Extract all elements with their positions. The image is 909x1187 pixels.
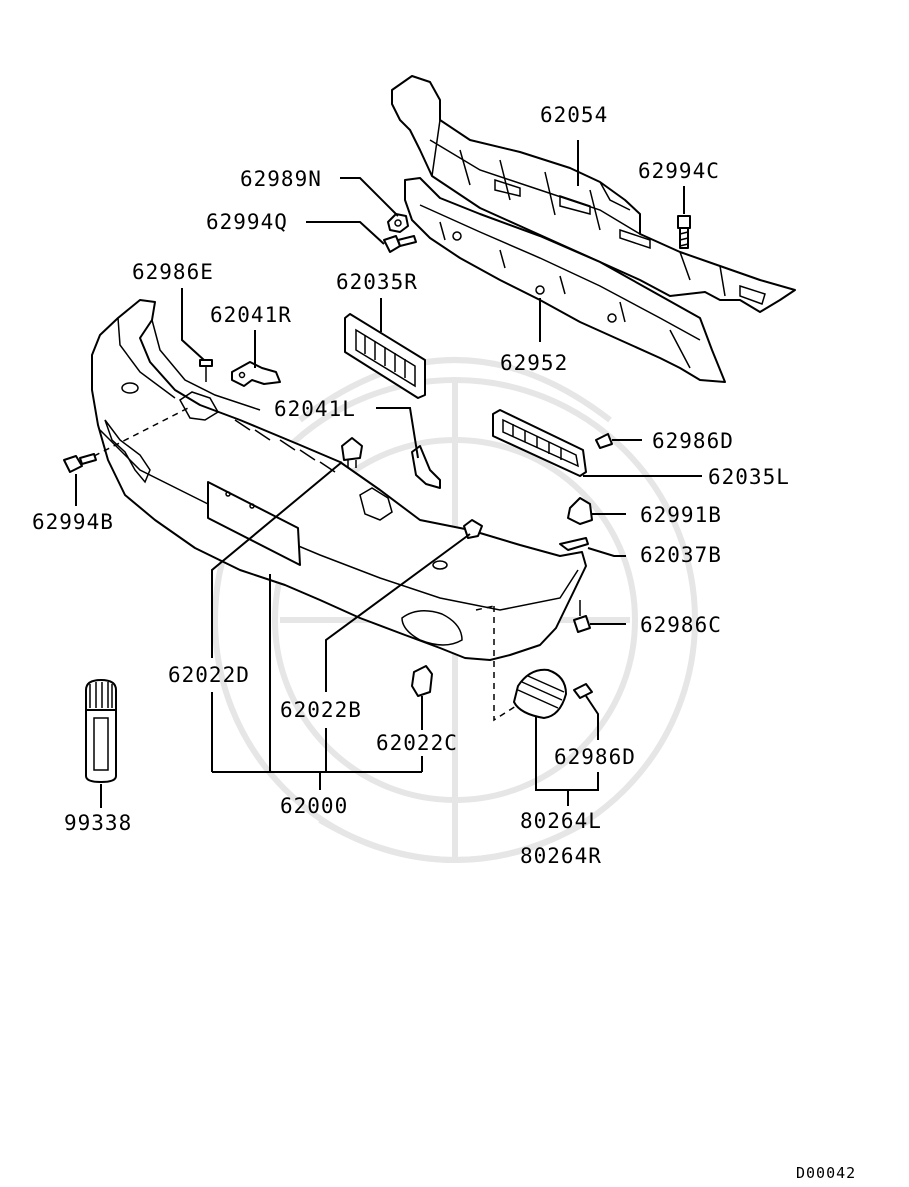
- label-62994Q[interactable]: 62994Q: [206, 210, 288, 234]
- fog-cover-80264[interactable]: [513, 668, 567, 719]
- label-99338[interactable]: 99338: [64, 811, 132, 835]
- label-62986C[interactable]: 62986C: [640, 613, 722, 637]
- screw-62986D-bottom[interactable]: [573, 683, 593, 699]
- screw-62986E[interactable]: [199, 359, 213, 382]
- leader-lines: [75, 140, 702, 808]
- label-62041R[interactable]: 62041R: [210, 303, 292, 327]
- label-62000[interactable]: 62000: [280, 794, 348, 818]
- label-62986D-top[interactable]: 62986D: [652, 429, 734, 453]
- clip-62022D[interactable]: [341, 437, 363, 468]
- label-62035R[interactable]: 62035R: [336, 270, 418, 294]
- clip-62991B[interactable]: [567, 497, 593, 525]
- bracket-62041L[interactable]: [411, 445, 441, 489]
- watermark-emblem: [212, 357, 698, 863]
- grille-62035L[interactable]: [492, 409, 587, 477]
- label-62022B[interactable]: 62022B: [280, 698, 362, 722]
- screw-62986C[interactable]: [573, 600, 591, 633]
- bolt-62994C[interactable]: [677, 215, 691, 249]
- front-bumper-62000[interactable]: [91, 299, 587, 661]
- label-62054[interactable]: 62054: [540, 103, 608, 127]
- label-62994C[interactable]: 62994C: [638, 159, 720, 183]
- bracket-62037B[interactable]: [559, 537, 589, 551]
- diagram-code: D00042: [796, 1164, 856, 1182]
- label-62022C[interactable]: 62022C: [376, 731, 458, 755]
- nut-62989N[interactable]: [387, 213, 409, 233]
- label-62989N[interactable]: 62989N: [240, 167, 322, 191]
- clip-62022C[interactable]: [411, 665, 433, 697]
- label-62986D-bottom[interactable]: 62986D: [554, 745, 636, 769]
- label-62952[interactable]: 62952: [500, 351, 568, 375]
- label-62986E[interactable]: 62986E: [132, 260, 214, 284]
- upper-reinforcement-62054[interactable]: [391, 75, 796, 313]
- label-62994B[interactable]: 62994B: [32, 510, 114, 534]
- part-labels: 62054 62994C 62989N 62994Q 62986E 62035R…: [32, 103, 856, 1182]
- screw-62986D-top[interactable]: [595, 433, 613, 449]
- label-62035L[interactable]: 62035L: [708, 465, 790, 489]
- label-62022D[interactable]: 62022D: [168, 663, 250, 687]
- dashed-lines: [93, 405, 517, 722]
- label-62041L[interactable]: 62041L: [274, 397, 356, 421]
- grille-62035R[interactable]: [344, 313, 426, 399]
- license-plate-bracket[interactable]: [207, 481, 301, 566]
- label-62991B[interactable]: 62991B: [640, 503, 722, 527]
- label-80264R[interactable]: 80264R: [520, 844, 602, 868]
- label-80264L[interactable]: 80264L: [520, 809, 602, 833]
- bolt-62994Q[interactable]: [383, 235, 417, 253]
- label-62037B[interactable]: 62037B: [640, 543, 722, 567]
- lower-beam-62952[interactable]: [404, 177, 726, 383]
- bolt-62994B[interactable]: [63, 453, 97, 473]
- touch-up-bottle-99338[interactable]: [85, 679, 117, 783]
